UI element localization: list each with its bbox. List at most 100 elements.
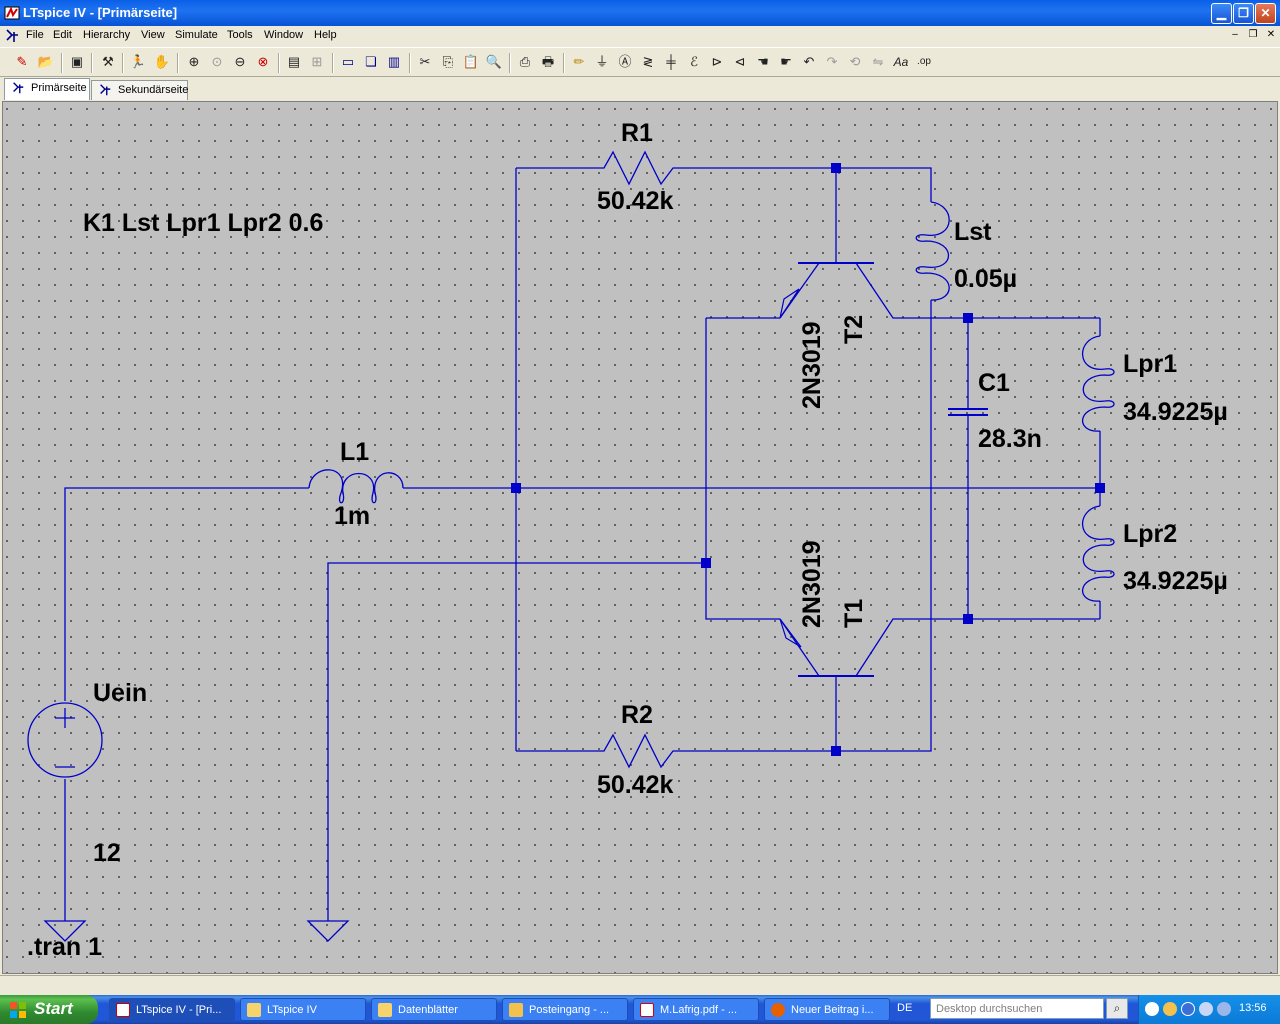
inductor-icon[interactable]: ℰ (690, 54, 698, 69)
task-firefox[interactable]: Neuer Beitrag i... (764, 998, 890, 1021)
menu-file[interactable]: File (26, 29, 44, 41)
print-setup-icon[interactable]: ⎙ (519, 54, 531, 69)
save-icon[interactable]: ▣ (70, 54, 84, 69)
lpr1-name-label[interactable]: Lpr1 (1123, 350, 1178, 378)
menu-edit[interactable]: Edit (53, 29, 72, 41)
schematic-canvas[interactable]: K1 Lst Lpr1 Lpr2 0.6 R1 50.42k R2 50.42k… (2, 101, 1278, 974)
document-tabs: Primärseite Sekundärseite (0, 78, 1280, 100)
task-ltspice-window[interactable]: LTspice IV - [Pri... (109, 998, 235, 1021)
diode-icon[interactable]: ⊳ (711, 54, 723, 69)
mdi-restore-icon[interactable]: ❐ (1248, 29, 1258, 40)
new-schematic-icon[interactable]: ✎ (16, 54, 28, 69)
menu-simulate[interactable]: Simulate (175, 29, 218, 41)
clock[interactable]: 13:56 (1239, 1002, 1267, 1014)
lpr2-name-label[interactable]: Lpr2 (1123, 520, 1178, 548)
language-indicator[interactable]: DE (897, 1002, 913, 1014)
c1-value-label[interactable]: 28.3n (978, 425, 1042, 453)
mdi-close-icon[interactable]: ✕ (1266, 29, 1276, 40)
move-icon[interactable]: ☚ (757, 54, 769, 69)
mdi-minimize-icon[interactable]: – (1232, 29, 1238, 40)
tile-vertical-icon[interactable]: ▥ (387, 54, 401, 69)
t2-name-label[interactable]: T2 (840, 314, 868, 344)
ground-icon[interactable]: ⏚ (595, 54, 609, 69)
lst-name-label[interactable]: Lst (954, 218, 992, 246)
task-ltspice-folder[interactable]: LTspice IV (240, 998, 366, 1021)
r1-name-label[interactable]: R1 (621, 119, 653, 147)
paste-icon[interactable]: 📋 (462, 54, 480, 69)
control-panel-icon[interactable]: ⚒ (102, 54, 114, 69)
rotate-icon[interactable]: ⟲ (849, 54, 861, 69)
menu-tools[interactable]: Tools (227, 29, 253, 41)
tran-directive-text[interactable]: .tran 1 (27, 933, 103, 961)
task-datenblaetter-folder[interactable]: Datenblätter (371, 998, 497, 1021)
coupling-directive-text[interactable]: K1 Lst Lpr1 Lpr2 0.6 (83, 209, 324, 237)
autorange-icon[interactable]: ▤ (287, 54, 301, 69)
cut-icon[interactable]: ✂ (419, 54, 431, 69)
draw-wire-icon[interactable]: ✏ (573, 54, 585, 69)
zoom-in-icon[interactable]: ⊕ (188, 54, 200, 69)
zoom-pan-icon[interactable]: ⊙ (211, 54, 223, 69)
lpr1-value-label[interactable]: 34.9225µ (1123, 398, 1228, 426)
r2-value-label[interactable]: 50.42k (597, 771, 674, 799)
l1-name-label[interactable]: L1 (340, 438, 370, 466)
menu-hierarchy[interactable]: Hierarchy (83, 29, 131, 41)
mirror-icon[interactable]: ⇋ (872, 54, 884, 69)
ltspice-icon (4, 6, 20, 20)
ground-icon (43, 920, 87, 942)
start-button[interactable]: Start (0, 995, 98, 1024)
desktop-search-input[interactable]: Desktop durchsuchen (930, 998, 1104, 1019)
text-icon[interactable]: Aa (893, 55, 909, 69)
t1-model-label[interactable]: 2N3019 (798, 540, 826, 628)
tab-primaerseite[interactable]: Primärseite (4, 78, 90, 100)
task-posteingang[interactable]: Posteingang - ... (502, 998, 628, 1021)
find-icon[interactable]: 🔍 (485, 54, 503, 69)
resistor-icon[interactable]: ≷ (642, 54, 654, 69)
t1-name-label[interactable]: T1 (840, 598, 868, 628)
menu-window[interactable]: Window (264, 29, 304, 41)
redo-icon[interactable]: ↷ (826, 54, 838, 69)
spice-directive-icon[interactable]: .op (917, 56, 931, 67)
open-icon[interactable]: 📂 (37, 54, 55, 69)
capacitor-icon[interactable]: ╪ (666, 54, 676, 69)
close-button[interactable]: ✕ (1255, 3, 1276, 24)
run-icon[interactable]: 🏃 (129, 54, 147, 69)
menu-view[interactable]: View (141, 29, 165, 41)
print-icon[interactable]: 🖶 (541, 54, 555, 69)
t2-model-label[interactable]: 2N3019 (798, 321, 826, 409)
waveform-grid-icon[interactable]: ⊞ (311, 54, 323, 69)
search-icon[interactable]: ⌕ (1106, 998, 1128, 1019)
tray-bluetooth-icon[interactable] (1199, 1002, 1213, 1016)
zoom-out-icon[interactable]: ⊖ (234, 54, 246, 69)
c1-name-label[interactable]: C1 (978, 369, 1010, 397)
schematic-doc-icon[interactable] (4, 28, 20, 44)
tray-clock-app-icon[interactable] (1163, 1002, 1177, 1016)
zoom-fit-icon[interactable]: ⊗ (257, 54, 269, 69)
halt-icon[interactable]: ✋ (153, 54, 171, 69)
tray-volume-icon[interactable] (1217, 1002, 1231, 1016)
menu-help[interactable]: Help (314, 29, 337, 41)
tray-network-icon[interactable] (1181, 1002, 1195, 1016)
lst-value-label[interactable]: 0.05µ (954, 265, 1018, 293)
title-bar[interactable]: LTspice IV - [Primärseite] ▁ ❐ ✕ (0, 0, 1280, 26)
uein-name-label[interactable]: Uein (93, 679, 148, 707)
lpr2-value-label[interactable]: 34.9225µ (1123, 567, 1228, 595)
minimize-button[interactable]: ▁ (1211, 3, 1232, 24)
task-pdf-document[interactable]: M.Lafrig.pdf - ... (633, 998, 759, 1021)
tile-horizontal-icon[interactable]: ▭ (341, 54, 355, 69)
inductor-lpr2-symbol (1081, 505, 1115, 602)
schematic-doc-icon (13, 82, 24, 94)
r1-value-label[interactable]: 50.42k (597, 187, 674, 215)
pdf-icon (640, 1003, 654, 1017)
tray-arrow-icon[interactable] (1145, 1002, 1159, 1016)
component-icon[interactable]: ⊲ (734, 54, 746, 69)
label-net-icon[interactable]: Ⓐ (618, 54, 632, 69)
cascade-icon[interactable]: ❏ (365, 54, 377, 69)
copy-icon[interactable]: ⎘ (442, 54, 454, 69)
maximize-button[interactable]: ❐ (1233, 3, 1254, 24)
l1-value-label[interactable]: 1m (334, 502, 371, 530)
drag-icon[interactable]: ☛ (780, 54, 792, 69)
uein-value-label[interactable]: 12 (93, 839, 121, 867)
tab-sekundaerseite[interactable]: Sekundärseite (91, 80, 188, 100)
r2-name-label[interactable]: R2 (621, 701, 653, 729)
undo-icon[interactable]: ↶ (803, 54, 815, 69)
